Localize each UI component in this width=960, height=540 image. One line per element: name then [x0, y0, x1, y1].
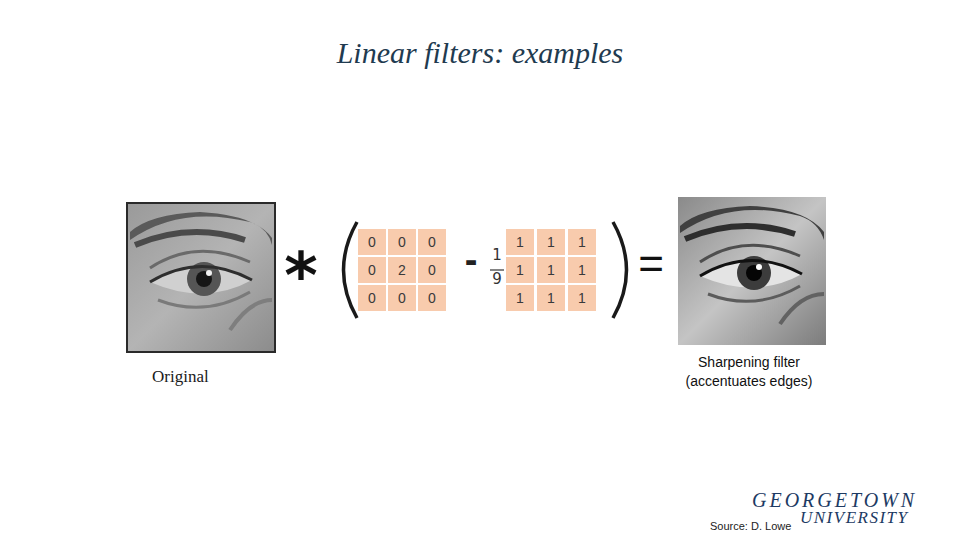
kernel-cell: 1	[537, 229, 565, 255]
original-image	[126, 202, 276, 353]
right-parenthesis	[613, 222, 627, 318]
image-caption: Original	[152, 368, 209, 385]
fraction-denominator: 9	[492, 272, 502, 287]
kernel-cell: 1	[506, 257, 534, 283]
logo-text: UNIVERSITY	[800, 509, 909, 526]
kernel-cell: 1	[568, 257, 596, 283]
kernel-cell: 1	[506, 229, 534, 255]
fraction-numerator: 1	[492, 248, 502, 263]
kernel-cell: 0	[418, 229, 446, 255]
kernel-cell: 0	[388, 285, 416, 311]
result-caption: Sharpening filter (accentuates edges)	[673, 353, 825, 391]
kernel-cell: 0	[418, 257, 446, 283]
kernel-cell: 0	[358, 285, 386, 311]
kernel-cell: 0	[418, 285, 446, 311]
kernel-cell: 1	[568, 285, 596, 311]
source-note: Source: D. Lowe	[710, 521, 791, 532]
kernel-cell: 0	[388, 229, 416, 255]
kernel-cell: 1	[568, 229, 596, 255]
kernel-cell: 1	[537, 257, 565, 283]
left-parenthesis	[344, 222, 358, 318]
kernel-cell: 1	[506, 285, 534, 311]
minus-operator: -	[465, 241, 478, 279]
kernel-cell: 1	[537, 285, 565, 311]
sharpened-image	[678, 197, 826, 345]
kernel-cell: 0	[358, 257, 386, 283]
equals-operator: =	[638, 242, 664, 286]
kernel-cell: 2	[388, 257, 416, 283]
fraction-bar	[490, 269, 504, 270]
convolution-operator: *	[284, 244, 317, 308]
kernel-cell: 0	[358, 229, 386, 255]
logo-text: GEORGETOWN	[752, 490, 917, 510]
slide-title: Linear filters: examples	[0, 36, 960, 70]
